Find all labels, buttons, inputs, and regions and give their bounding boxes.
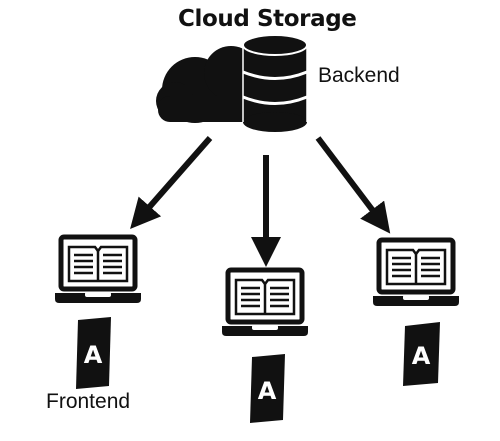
app-letter: A — [412, 342, 431, 370]
laptop-icon — [222, 267, 308, 336]
app-letter: A — [84, 341, 103, 369]
backend-node — [156, 34, 308, 132]
document-icon — [67, 245, 129, 283]
document-icon — [385, 248, 447, 286]
document-icon — [234, 278, 296, 316]
app-icon: A — [250, 354, 285, 423]
laptop-icon — [55, 234, 141, 303]
frontend-label: Frontend — [46, 390, 131, 413]
app-icon: A — [76, 317, 111, 389]
laptop-icon — [373, 237, 459, 306]
arrow-icon — [130, 136, 213, 230]
diagram-title: Cloud Storage — [178, 6, 357, 32]
app-icon: A — [403, 322, 440, 386]
database-icon — [242, 34, 308, 132]
backend-label: Backend — [318, 64, 400, 87]
app-letter: A — [258, 377, 277, 405]
arrow-icon — [315, 136, 391, 234]
